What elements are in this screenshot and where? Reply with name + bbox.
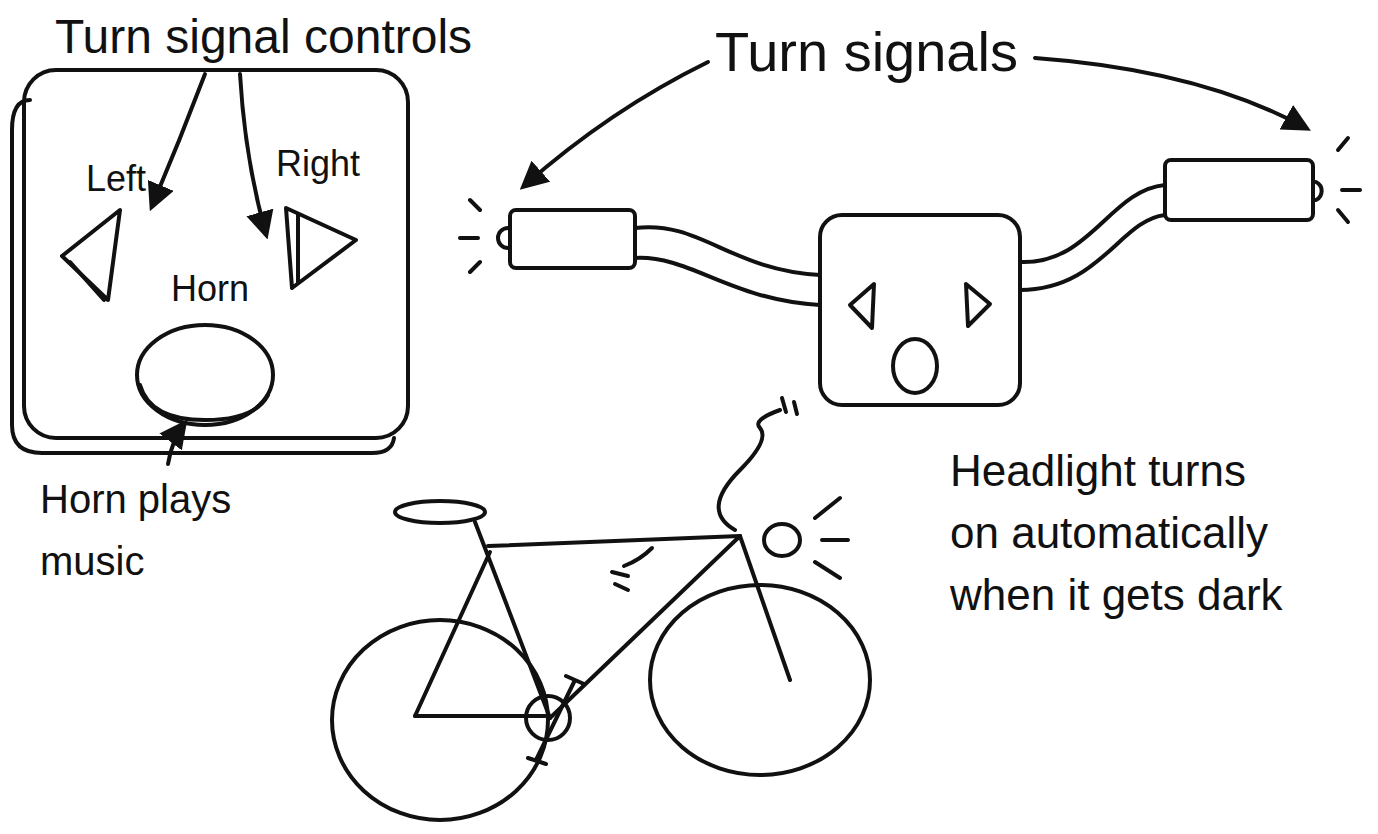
button-edge — [296, 214, 300, 282]
callout-label: Turn signals — [715, 18, 1018, 85]
right-turn-signal — [1316, 182, 1322, 200]
button-edge — [70, 262, 104, 300]
leader-arrow — [240, 74, 266, 234]
control-panel: Left RightHorn — [22, 68, 410, 440]
left-signal-button — [850, 284, 874, 328]
left-signal-button — [62, 210, 120, 300]
button-edge — [140, 385, 268, 420]
left-turn-signal — [498, 228, 508, 248]
headlight — [764, 524, 800, 556]
rear-wheel — [332, 620, 548, 820]
light-rays — [815, 498, 848, 578]
handlebar — [635, 258, 820, 305]
right-grip — [1165, 160, 1313, 220]
panel-shadow — [12, 100, 394, 453]
left-grip — [510, 210, 635, 268]
button-label: Left — [86, 158, 146, 199]
button-label: Horn — [171, 268, 249, 309]
top-tube — [488, 536, 740, 546]
seat-tube — [475, 522, 550, 718]
handlebar — [1020, 215, 1165, 290]
callout-label: Turn signal controls — [55, 8, 472, 66]
leader-arrow — [524, 62, 708, 186]
light-rays — [782, 398, 797, 414]
light-rays — [460, 200, 480, 272]
note-label: Horn plays music — [40, 468, 270, 592]
light-rays — [1338, 138, 1360, 222]
horn-button — [137, 325, 273, 425]
leader-arrow — [168, 424, 184, 464]
wire — [624, 548, 652, 566]
seat-stay — [415, 552, 490, 716]
front-wheel — [650, 585, 870, 775]
mounted-control-box — [820, 215, 1020, 405]
pedals — [528, 676, 584, 764]
down-tube — [550, 536, 740, 718]
button-label: Right — [276, 143, 360, 184]
handlebar — [635, 227, 820, 275]
handlebar-stem — [719, 410, 780, 530]
note-label: Headlight turns on automatically when it… — [950, 440, 1295, 626]
leader-arrow — [152, 74, 205, 206]
right-signal-button — [286, 208, 356, 288]
light-rays — [612, 572, 628, 590]
right-signal-button — [966, 284, 990, 326]
saddle — [395, 501, 485, 523]
leader-arrow — [1035, 58, 1306, 128]
horn-button — [893, 339, 937, 393]
